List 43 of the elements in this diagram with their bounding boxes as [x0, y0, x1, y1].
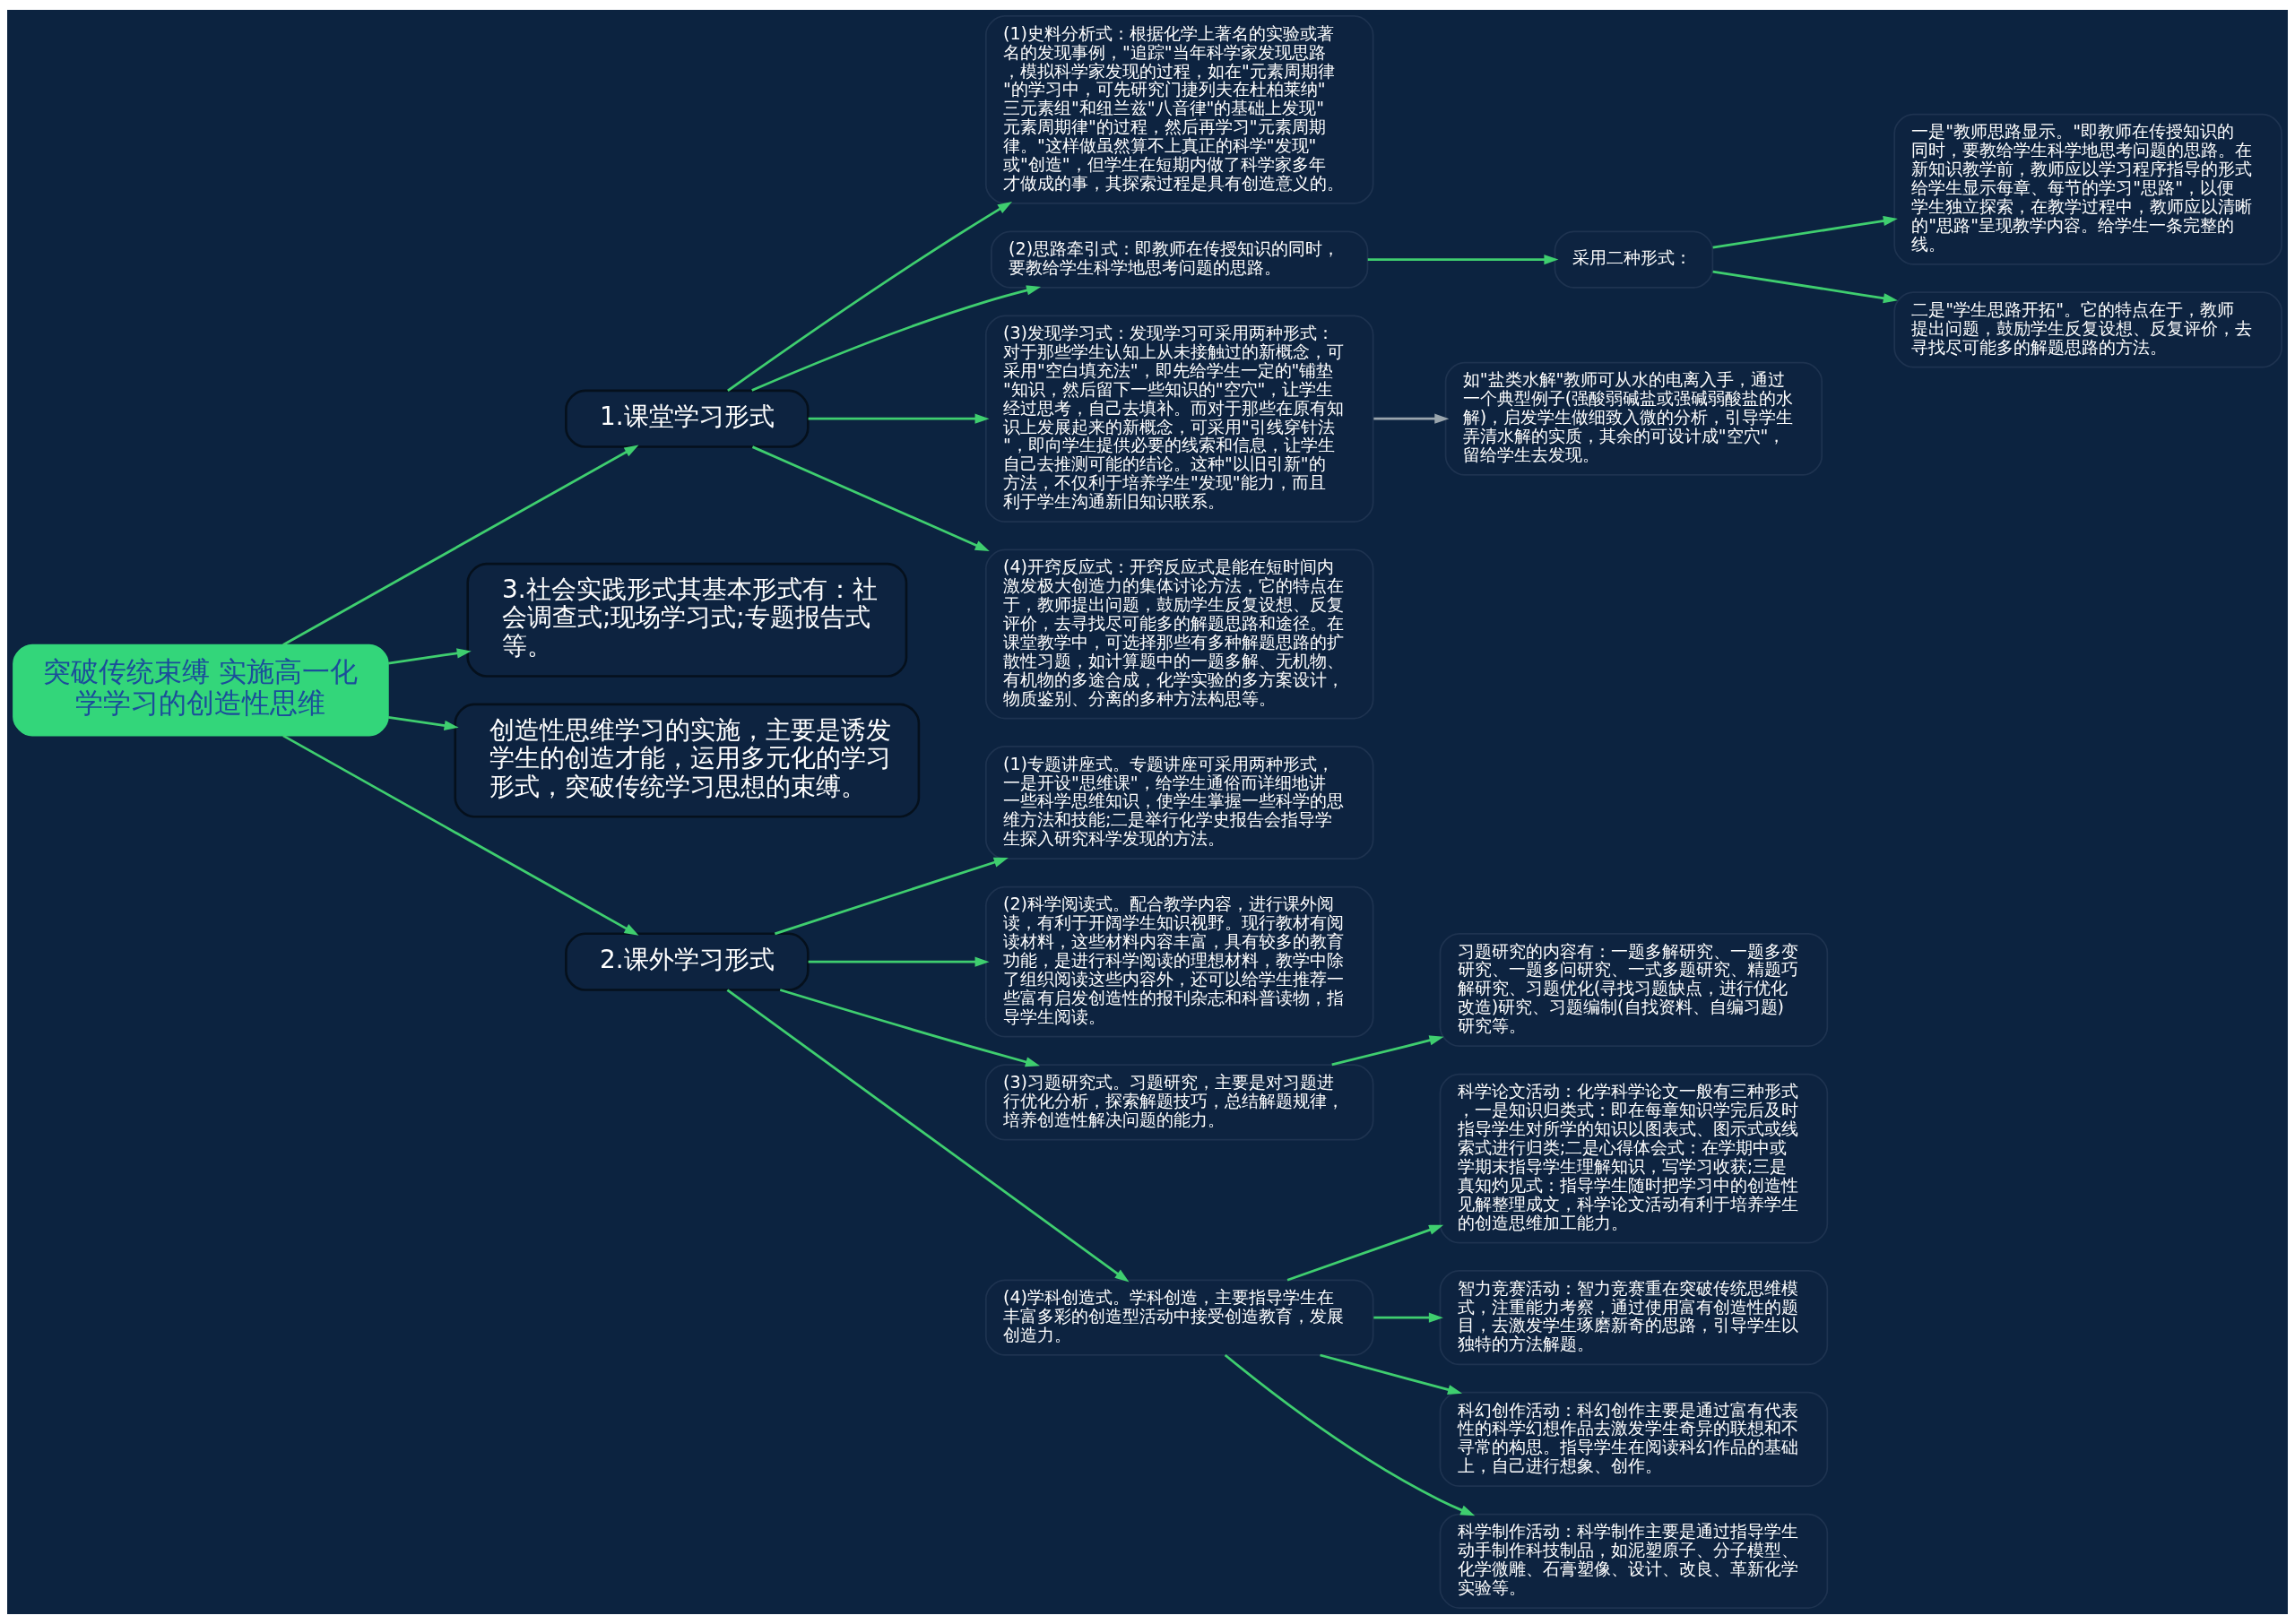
node-box: 科学论文活动：化学科学论文一般有三种形式，一是知识归类式：即在每章知识学完后及时指导学生对所学的知识以图表式、图示式或线索式进行归类;二是心得体会式：在学期中或学期末指导学生理解知识，写学习收获;三是真知灼见式：指导学生随时把学习中的创造性见解整理成文，科学论文活动有利于培养学生的创造思维加工能力。 — [1439, 1073, 1829, 1244]
arrow — [1712, 270, 1898, 304]
arrow — [388, 648, 472, 665]
node-box: 科学制作活动：科学制作主要是通过指导学生动手制作科技制品，如泥塑原子、分子模型、化学微雕、石膏塑像、设计、改良、革新化学实验等。 — [1439, 1513, 1829, 1609]
arrow — [1367, 254, 1559, 265]
node-box: (3)发现学习式：发现学习可采用两种形式：对于那些学生认知上从未接触过的新概念，可采用"空白填充法"，即先给学生一定的"铺垫"知识，然后留下一些知识的"空穴"，让学生经过思考，自己去填补。而对于那些在原有知识上发展起来的新概念，可采用"引线穿针法"，即向学生提供必要的线索和信息，让学生自己去推测可能的结论。这种"以旧引新"的方法，不仅利于培养学生"发现"能力，而且利于学生沟通新旧知识联系。 — [984, 315, 1374, 523]
arrow — [388, 715, 459, 731]
node-box: 采用二种形式： — [1554, 230, 1714, 289]
node-box: 如"盐类水解"教师可从水的电离入手，通过一个典型例子(强酸弱碱盐或强碱弱酸盐的水解)，启发学生做细致入微的分析，引导学生弄清水解的实质，其余的可设计成"空穴"，留给学生去发现。 — [1444, 361, 1823, 476]
arrow — [751, 285, 1042, 392]
node-box: 3.社会实践形式其基本形式有：社会调查式;现场学习式;专题报告式等。 — [466, 562, 908, 678]
arrow — [779, 989, 1040, 1067]
node-box: (1)专题讲座式。专题讲座可采用两种形式，一是开设"思维课"，给学生通俗而详细地讲一些科学思维知识，使学生掌握一些科学的思维方法和技能;二是举行化学史报告会指导学生探入研究科学发现的方法。 — [984, 746, 1374, 860]
arrow — [1373, 1312, 1443, 1323]
arrow — [1712, 215, 1898, 249]
arrow — [775, 857, 1009, 936]
arrow — [808, 956, 990, 967]
node-box: (2)科学阅读式。配合教学内容，进行课外阅读，有利于开阔学生知识视野。现行教材有阅读材料，这些材料内容丰富，具有较多的教育功能，是进行科学阅读的理想材料，教学中除了组织阅读这些内容外，还可以给学生推荐一些富有启发创造性的报刊杂志和科普读物，指导学生阅读。 — [984, 885, 1374, 1038]
arrow — [282, 445, 639, 646]
arrow — [282, 734, 639, 936]
node-box: (1)史料分析式：根据化学上著名的实验或著名的发现事例，"追踪"当年科学家发现思路，模拟科学家发现的过程，如在"元素周期律"的学习中，可先研究门捷列夫在杜柏莱纳"三元素组"和纽兰兹"八音律"的基础上发现"元素周期律"的过程，然后再学习"元素周期律。"这样做虽然算不上真正的科学"发现" 或"创造"，但学生在短期内做了科学家多年才做成的事，其探索过程是具有创造意义的。 — [984, 15, 1374, 204]
arrow — [727, 201, 1012, 392]
arrow — [1320, 1353, 1463, 1395]
node-box: 科幻创作活动：科幻创作主要是通过富有代表性的科学幻想作品去激发学生奇异的联想和不寻常的构思。指导学生在阅读科幻作品的基础上，自己进行想象、创作。 — [1439, 1391, 1829, 1488]
node-box: (2)思路牵引式：即教师在传授知识的同时，要教给学生科学地思考问题的思路。 — [991, 230, 1369, 289]
node-box: 一是"教师思路显示。"即教师在传授知识的同时，要教给学生科学地思考问题的思路。在新知识教学前，教师应以学习程序指导的形式给学生显示每章、每节的学习"思路"，以便学生独立探索，在教学过程中，教师应以清晰的"思路"呈现教学内容。给学生一条完整的线。 — [1893, 113, 2282, 265]
node-box: 二是"学生思路开拓"。它的特点在于，教师提出问题，鼓励学生反复设想、反复评价，去寻找尽可能多的解题思路的方法。 — [1893, 291, 2282, 368]
node-box: (4)开窍反应式：开窍反应式是能在短时间内激发极大创造力的集体讨论方法，它的特点在于，教师提出问题，鼓励学生反复设想、反复评价，去寻找尽可能多的解题思路和途径。在课堂教学中，可选择那些有多种解题思路的扩散性习题，如计算题中的一题多解、无机物、有机物的多途合成，化学实验的多方案设计，物质鉴别、分离的多种方法构思等。 — [984, 549, 1374, 720]
arrow — [1331, 1035, 1444, 1067]
node-box: 2.课外学习形式 — [565, 932, 810, 991]
node-box: (3)习题研究式。习题研究，主要是对习题进行优化分析，探索解题技巧，总结解题规律，培养创造性解决问题的能力。 — [984, 1064, 1374, 1141]
node-box: (4)学科创造式。学科创造，主要指导学生在丰富多彩的创造型活动中接受创造教育，发展创造力。 — [984, 1279, 1374, 1356]
arrow — [1373, 413, 1450, 424]
node-box: 习题研究的内容有：一题多解研究、一题多变研究、一题多问研究、一式多题研究、精题巧解研究、习题优化(寻找习题缺点，进行优化改造)研究、习题编制(自找资料、自编习题)研究等。 — [1439, 932, 1829, 1048]
node-box: 1.课堂学习形式 — [565, 389, 810, 448]
node-box: 智力竞赛活动：智力竞赛重在突破传统思维模式，注重能力考察，通过使用富有创造性的题目，去激发学生琢磨新奇的思路，引导学生以独特的方法解题。 — [1439, 1270, 1829, 1366]
arrow — [726, 989, 1130, 1283]
arrow — [751, 445, 990, 551]
arrow — [1224, 1353, 1476, 1516]
node-box: 创造性思维学习的实施，主要是诱发学生的创造才能，运用多元化的学习形式，突破传统学习思想的束缚。 — [454, 703, 921, 818]
node-box: 突破传统束缚 实施高一化学学习的创造性思维 — [13, 644, 389, 737]
arrow — [1286, 1224, 1444, 1282]
arrow — [808, 413, 990, 424]
